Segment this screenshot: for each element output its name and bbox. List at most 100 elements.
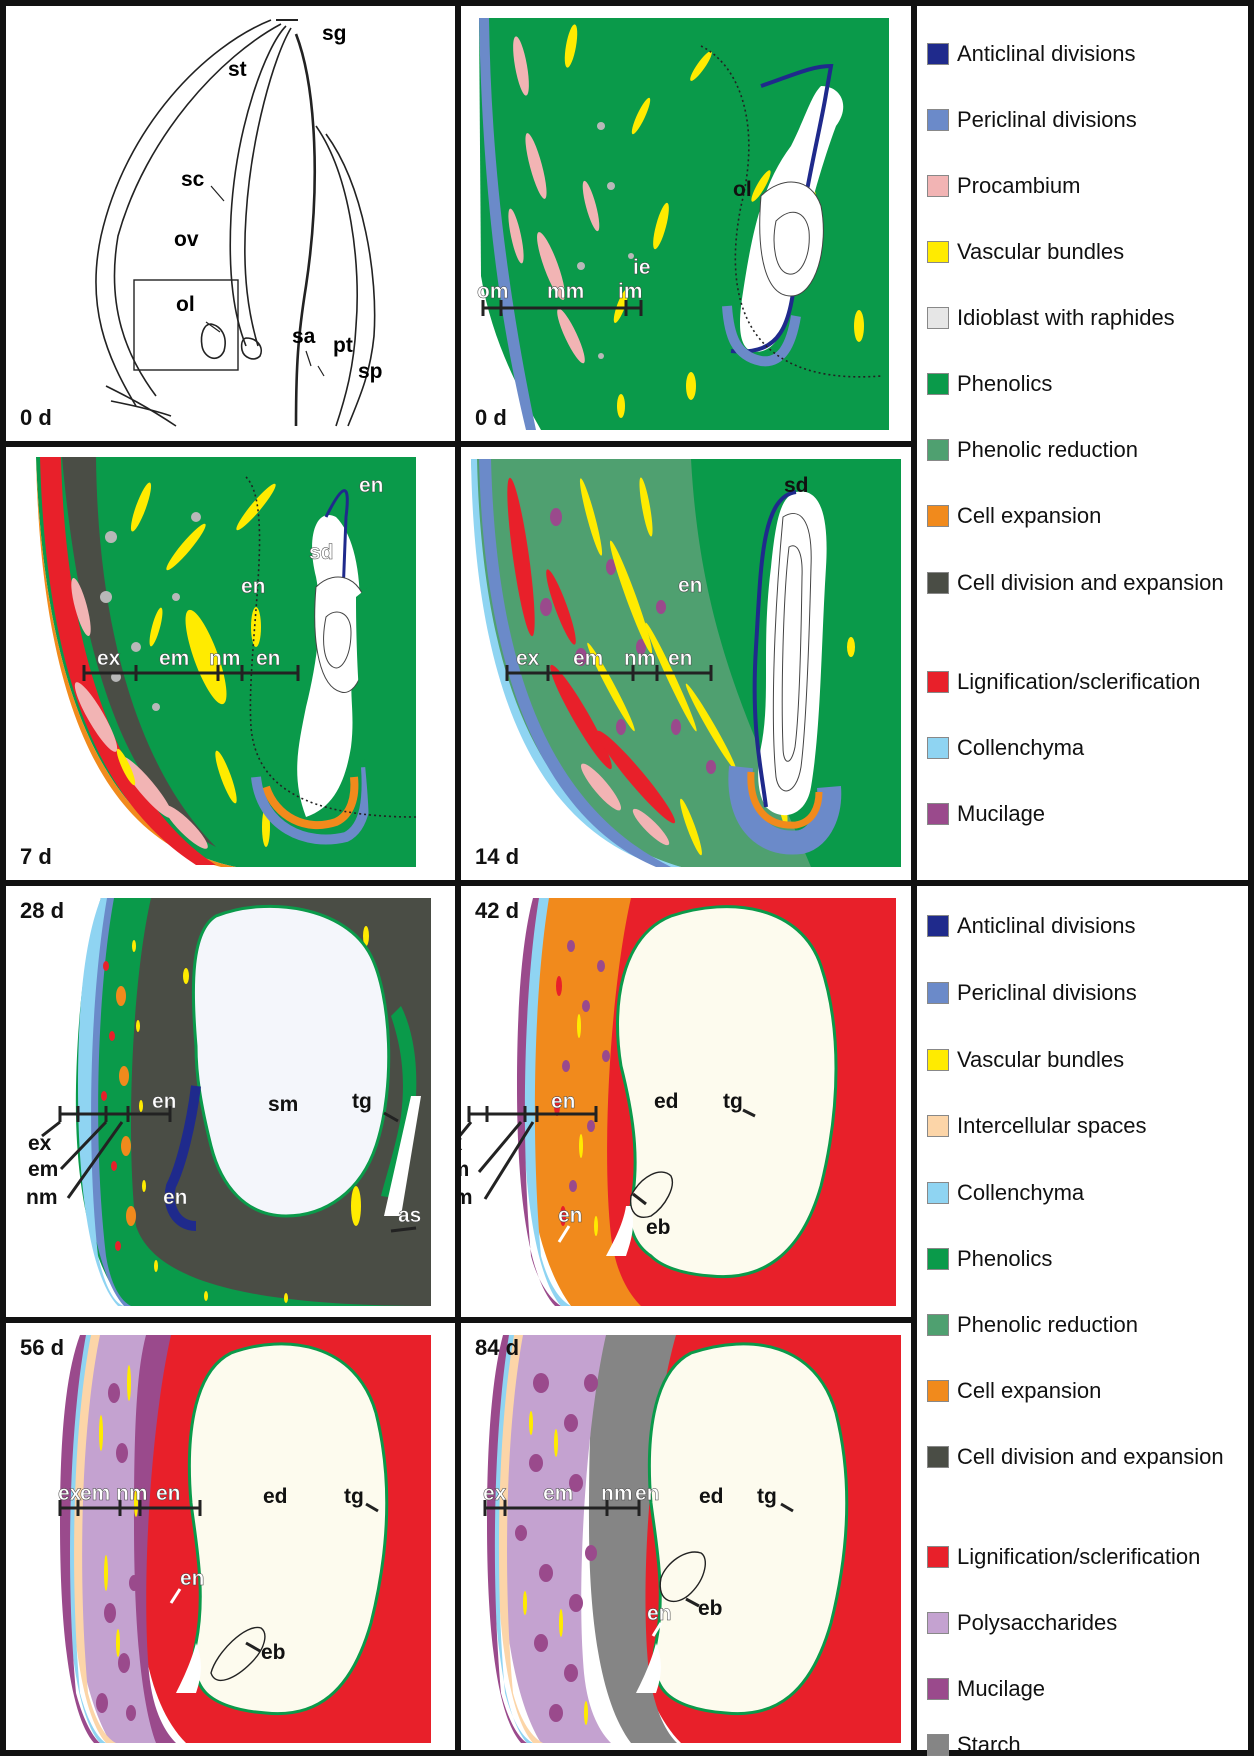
legend-swatch	[927, 1049, 949, 1071]
label-em: em	[573, 647, 603, 670]
legend-item: Cell division and expansion	[927, 569, 1247, 597]
label-im: im	[618, 280, 643, 303]
legend-item: Anticlinal divisions	[927, 912, 1247, 940]
legend-swatch	[927, 307, 949, 329]
legend-swatch	[927, 373, 949, 395]
legend-item: Cell expansion	[927, 1377, 1247, 1405]
label-sp: sp	[358, 360, 383, 383]
legend-item: Phenolics	[927, 1245, 1247, 1273]
legend-swatch	[927, 43, 949, 65]
detail-42d-drawing: en ed tg ex em nm en eb	[461, 886, 911, 1317]
legend-label: Phenolics	[957, 1245, 1247, 1273]
label-st: st	[228, 58, 247, 81]
panel-56d: ex em nm en ed tg en eb 56 d	[6, 1323, 455, 1750]
legend-label: Idioblast with raphides	[957, 304, 1247, 332]
legend-item: Phenolic reduction	[927, 1311, 1247, 1339]
legend-swatch	[927, 803, 949, 825]
day-label: 28 d	[20, 898, 64, 924]
legend-label: Lignification/sclerification	[957, 1543, 1247, 1571]
legend-label: Starch	[957, 1731, 1247, 1759]
legend-label: Vascular bundles	[957, 1046, 1247, 1074]
legend-swatch	[927, 572, 949, 594]
detail-84d-drawing: ex em nm en ed tg en eb	[461, 1323, 911, 1750]
label-en-low: en	[180, 1567, 205, 1590]
legend-swatch	[927, 1182, 949, 1204]
legend-label: Cell division and expansion	[957, 1443, 1247, 1471]
label-ol: ol	[176, 293, 195, 316]
legend-swatch	[927, 1446, 949, 1468]
legend-item: Starch	[927, 1731, 1247, 1759]
legend-swatch	[927, 1612, 949, 1634]
legend-label: Periclinal divisions	[957, 106, 1247, 134]
label-en-bar: en	[551, 1090, 576, 1113]
legend-swatch	[927, 241, 949, 263]
day-label: 0 d	[20, 405, 52, 431]
legend-label: Anticlinal divisions	[957, 40, 1247, 68]
legend-swatch	[927, 915, 949, 937]
overview-drawing: sg st sc ov ol sa pt sp	[6, 6, 455, 441]
legend-swatch	[927, 109, 949, 131]
label-sa: sa	[292, 325, 316, 348]
legend-item: Idioblast with raphides	[927, 304, 1247, 332]
day-label: 56 d	[20, 1335, 64, 1361]
legend-swatch	[927, 671, 949, 693]
legend-item: Phenolic reduction	[927, 436, 1247, 464]
label-sd: sd	[309, 541, 334, 564]
label-en-bar: en	[152, 1090, 177, 1113]
detail-14d-drawing: sd en ex em nm en	[461, 447, 911, 880]
label-nm: nm	[461, 1186, 473, 1209]
legend-item: Collenchyma	[927, 734, 1247, 762]
label-ex: ex	[28, 1132, 52, 1155]
detail-0d-drawing: ol oe ie om mm im	[461, 6, 911, 441]
legend-label: Mucilage	[957, 1675, 1247, 1703]
legend-label: Polysaccharides	[957, 1609, 1247, 1637]
day-label: 7 d	[20, 844, 52, 870]
label-ol: ol	[733, 178, 752, 201]
day-label: 14 d	[475, 844, 519, 870]
panel-14d: sd en ex em nm en 14 d	[461, 447, 911, 880]
label-en-bar: en	[256, 647, 281, 670]
label-en-low: en	[558, 1204, 583, 1227]
label-en-top: en	[359, 474, 384, 497]
label-om: om	[477, 280, 509, 303]
legend-label: Cell division and expansion	[957, 569, 1247, 597]
legend-swatch	[927, 1546, 949, 1568]
label-ie: ie	[633, 256, 651, 279]
day-label: 0 d	[475, 405, 507, 431]
legend-label: Lignification/sclerification	[957, 668, 1247, 696]
label-en-bar: en	[156, 1482, 181, 1505]
label-nm: nm	[26, 1186, 58, 1209]
label-nm: nm	[624, 647, 656, 670]
legend-item: Vascular bundles	[927, 238, 1247, 266]
day-label: 84 d	[475, 1335, 519, 1361]
legend-item: Polysaccharides	[927, 1609, 1247, 1637]
legend-item: Anticlinal divisions	[927, 40, 1247, 68]
legend-swatch	[927, 737, 949, 759]
legend-label: Anticlinal divisions	[957, 912, 1247, 940]
legend-label: Phenolics	[957, 370, 1247, 398]
legend-label: Collenchyma	[957, 1179, 1247, 1207]
legend-label: Cell expansion	[957, 1377, 1247, 1405]
label-as: as	[398, 1204, 421, 1227]
legend-item: Lignification/sclerification	[927, 1543, 1247, 1571]
label-ex: ex	[58, 1482, 82, 1505]
legend-swatch	[927, 1380, 949, 1402]
label-nm: nm	[116, 1482, 148, 1505]
detail-28d-drawing: en sm tg ex em nm en as	[6, 886, 455, 1317]
label-eb: eb	[646, 1216, 671, 1239]
legend-swatch	[927, 439, 949, 461]
legend-item: Mucilage	[927, 1675, 1247, 1703]
legend-item: Periclinal divisions	[927, 979, 1247, 1007]
label-tg: tg	[723, 1090, 743, 1113]
legend-label: Phenolic reduction	[957, 1311, 1247, 1339]
label-em: em	[461, 1158, 469, 1181]
legend-item: Cell expansion	[927, 502, 1247, 530]
legend-label: Intercellular spaces	[957, 1112, 1247, 1140]
legend-item: Procambium	[927, 172, 1247, 200]
label-mm: mm	[547, 280, 584, 303]
legend-item: Lignification/sclerification	[927, 668, 1247, 696]
label-em: em	[80, 1482, 110, 1505]
legend-swatch	[927, 1115, 949, 1137]
panel-0d-overview: sg st sc ov ol sa pt sp 0 d	[6, 6, 455, 441]
